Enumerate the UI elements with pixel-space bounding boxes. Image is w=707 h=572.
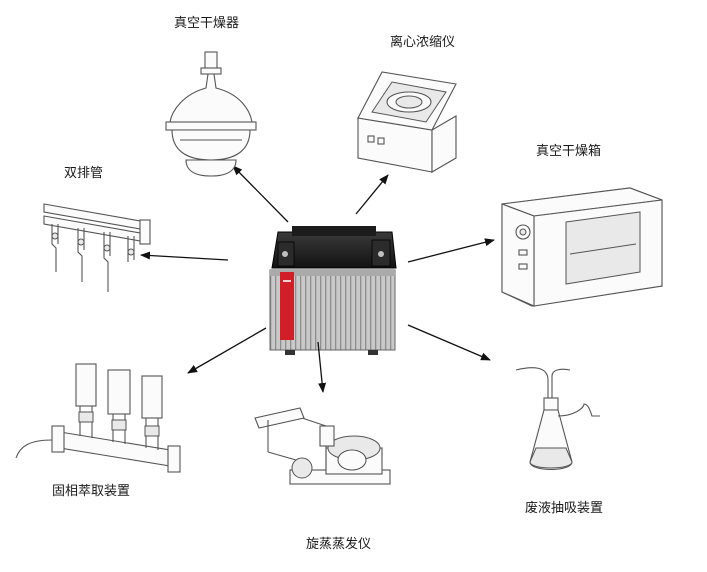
pump-outlet-port-icon [378,251,384,257]
arrow-to-vacuum-desiccator [232,165,289,223]
arrow-to-waste-suction [407,324,491,361]
pump-inlet-port-icon [282,251,288,257]
pump-foot-right [368,350,378,355]
vacuum-desiccator-drawing [165,51,257,177]
vacuum-pump-center [269,226,397,355]
waste-suction-drawing [515,367,600,471]
pump-red-panel [280,272,294,340]
label-rotary-evaporator: 旋蒸蒸发仪 [306,537,372,552]
vacuum-oven-drawing [501,187,663,307]
label-spe-device: 固相萃取装置 [52,484,131,499]
pump-head-cap [292,226,376,236]
arrows [140,165,495,393]
arrow-to-centrifugal-concentrator [355,174,389,215]
arrow-to-vacuum-oven [407,238,495,263]
arrow-to-rotary-evaporator [317,341,327,393]
arrow-to-manifold [140,251,229,261]
label-vacuum-desiccator: 真空干燥器 [174,16,240,31]
dual-manifold-drawing [43,203,151,292]
label-centrifugal-concentrator: 离心浓缩仪 [390,35,456,50]
rotary-evaporator-drawing [254,407,391,485]
label-waste-suction: 废液抽吸装置 [525,501,604,516]
pump-logo-mark [283,280,291,282]
centrifugal-concentrator-drawing [357,71,457,173]
pump-body-top-rim [270,270,395,276]
spe-device-drawing [15,363,181,473]
label-manifold: 双排管 [64,166,104,181]
arrow-to-spe-device [187,327,267,374]
pump-foot-left [285,350,295,355]
label-vacuum-oven: 真空干燥箱 [536,144,602,159]
